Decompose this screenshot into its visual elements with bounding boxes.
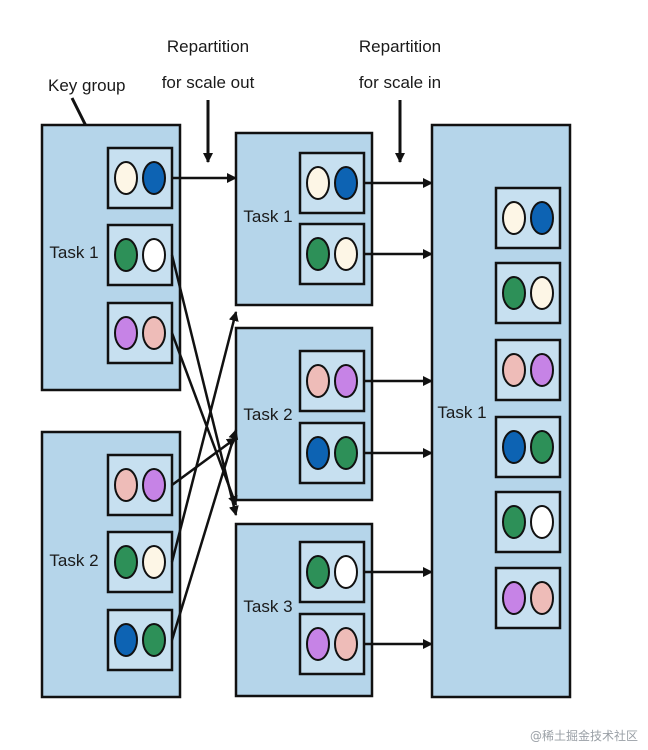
- scaled-in-task-1-label: Task 1: [437, 403, 486, 422]
- repartition-edge: [170, 332, 238, 506]
- scaled-out-task-2-label: Task 2: [243, 405, 292, 424]
- cream-key-dot: [114, 161, 138, 195]
- green-key-dot: [114, 545, 138, 579]
- watermark: @稀土掘金技术社区: [529, 729, 638, 743]
- blue-key-dot: [334, 166, 358, 200]
- cream-key-dot: [334, 237, 358, 271]
- green-key-dot: [306, 555, 330, 589]
- white-key-dot: [142, 238, 166, 272]
- repartition-scale-out-caption-line1: Repartition: [167, 37, 249, 56]
- repartition-scale-in-caption-line2: for scale in: [359, 73, 441, 92]
- blue-key-dot: [114, 623, 138, 657]
- key-group-caption: Key group: [48, 76, 126, 95]
- pink-key-dot: [530, 581, 554, 615]
- cream-key-dot: [530, 276, 554, 310]
- green-key-dot: [502, 505, 526, 539]
- repartition-edge: [170, 311, 239, 563]
- scaled-out-task-1-label: Task 1: [243, 207, 292, 226]
- blue-key-dot: [502, 430, 526, 464]
- purple-key-dot: [306, 627, 330, 661]
- purple-key-dot: [530, 353, 554, 387]
- cream-key-dot: [306, 166, 330, 200]
- white-key-dot: [334, 555, 358, 589]
- pink-key-dot: [334, 627, 358, 661]
- green-key-dot: [114, 238, 138, 272]
- repartition-edge: [170, 429, 239, 641]
- blue-key-dot: [530, 201, 554, 235]
- pink-key-dot: [114, 468, 138, 502]
- green-key-dot: [142, 623, 166, 657]
- blue-key-dot: [142, 161, 166, 195]
- green-key-dot: [530, 430, 554, 464]
- initial-task-2-label: Task 2: [49, 551, 98, 570]
- pink-key-dot: [502, 353, 526, 387]
- green-key-dot: [502, 276, 526, 310]
- initial-task-1-label: Task 1: [49, 243, 98, 262]
- cream-key-dot: [502, 201, 526, 235]
- scaled-out-task-3-label: Task 3: [243, 597, 292, 616]
- purple-key-dot: [502, 581, 526, 615]
- repartition-scale-in-caption-line1: Repartition: [359, 37, 441, 56]
- repartition-scale-out-caption-line2: for scale out: [162, 73, 255, 92]
- purple-key-dot: [334, 364, 358, 398]
- repartition-edge: [171, 436, 237, 487]
- green-key-dot: [334, 436, 358, 470]
- blue-key-dot: [306, 436, 330, 470]
- repartition-edge: [170, 254, 239, 516]
- cream-key-dot: [142, 545, 166, 579]
- white-key-dot: [530, 505, 554, 539]
- green-key-dot: [306, 237, 330, 271]
- pink-key-dot: [306, 364, 330, 398]
- purple-key-dot: [114, 316, 138, 350]
- purple-key-dot: [142, 468, 166, 502]
- pink-key-dot: [142, 316, 166, 350]
